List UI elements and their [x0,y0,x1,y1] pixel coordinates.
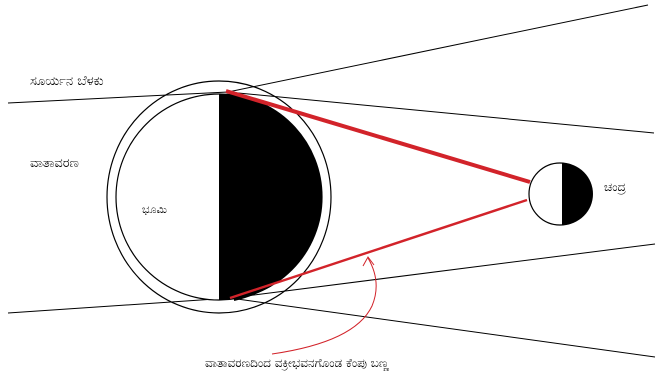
moon-label: ಚಂದ್ರ [604,181,626,193]
sun-ray-upper-right [228,5,648,92]
sunlight-label: ಸೂರ್ಯನ ಬೆಳಕು [30,75,104,88]
refracted-red-label: ವಾತಾವರಣದಿಂದ ವಕ್ರೀಭವನಗೊಂಡ ಕೆಂಪು ಬಣ್ಣ [205,357,389,369]
moon-shadow [562,163,593,225]
annotation-arrowhead [363,257,374,266]
earth-label: ಭೂಮಿ [142,204,167,215]
sun-ray-lower-lower [230,298,655,357]
atmosphere-label: ವಾತಾವರಣ [30,157,79,170]
